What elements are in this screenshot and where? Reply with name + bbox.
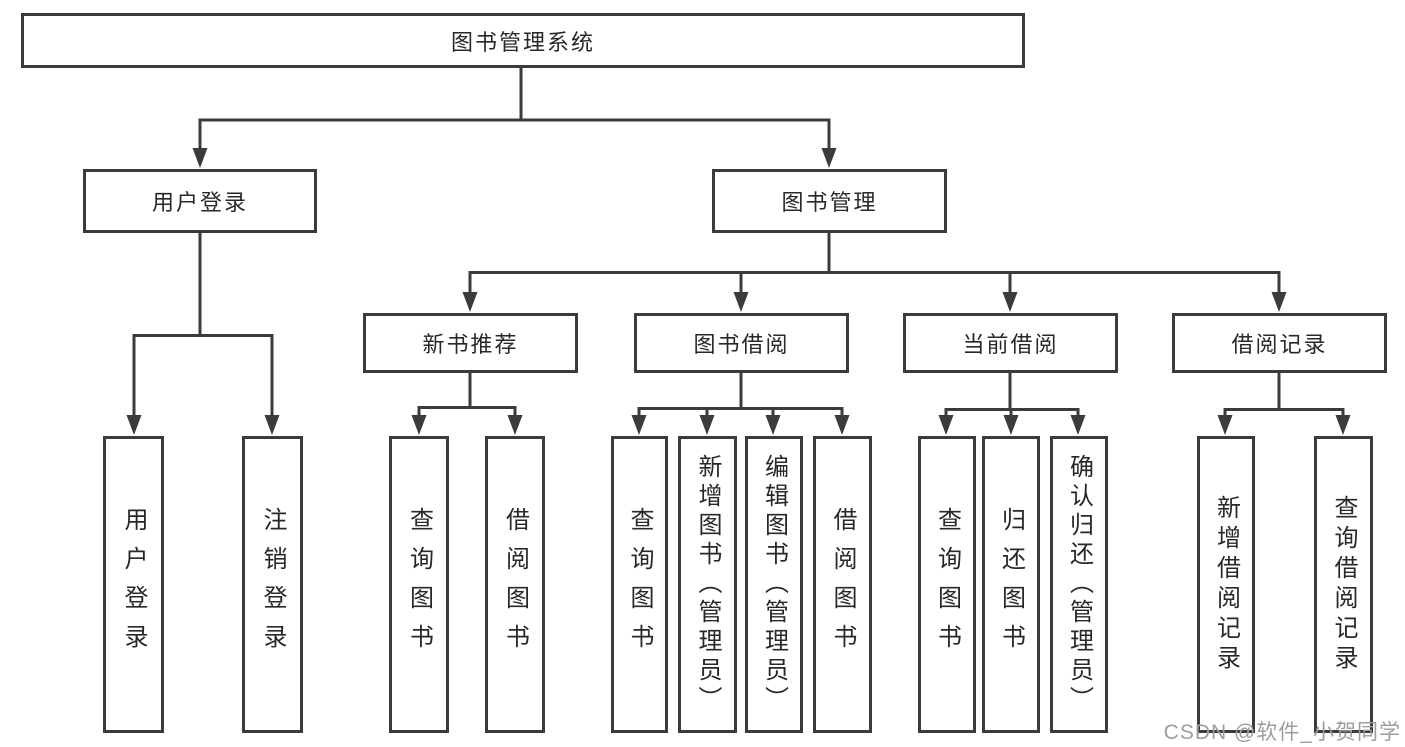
node-system-root-label: 图书管理系统 (450, 29, 595, 55)
leaf-user-login-label: 用户登录 (120, 506, 147, 663)
arrow-head (1003, 415, 1019, 435)
arrow-head (733, 292, 749, 312)
arrow-head (1217, 415, 1233, 435)
leaf-current-query-books-label: 查询图书 (933, 506, 961, 663)
leaf-borrow-query-books: 查询图书 (611, 436, 668, 733)
leaf-records-query-record: 查询借阅记录 (1314, 436, 1373, 733)
arrow-head (264, 415, 280, 435)
node-book-borrowing-label: 图书借阅 (693, 332, 790, 357)
arrow-head (1002, 292, 1018, 312)
leaf-current-confirm-return-admin: 确认归还（管理员） (1050, 436, 1108, 733)
leaf-current-return-books: 归还图书 (982, 436, 1040, 733)
leaf-current-return-books-label: 归还图书 (997, 506, 1025, 663)
arrow-head (765, 415, 781, 435)
arrow-head (821, 148, 837, 168)
node-book-management-label: 图书管理 (781, 190, 878, 215)
arrow-head (1070, 415, 1086, 435)
node-borrowing-records: 借阅记录 (1172, 313, 1387, 373)
leaf-recommend-query-books-label: 查询图书 (405, 506, 433, 663)
node-user-login-label: 用户登录 (151, 190, 248, 215)
arrow-head (834, 415, 850, 435)
leaf-logout-label: 注销登录 (259, 506, 286, 663)
arrow-head (462, 292, 478, 312)
node-new-book-recommend-label: 新书推荐 (422, 332, 519, 357)
leaf-current-query-books: 查询图书 (918, 436, 976, 733)
leaf-user-login: 用户登录 (103, 436, 164, 733)
leaf-borrow-edit-books-admin: 编辑图书（管理员） (745, 436, 803, 733)
arrow-head (126, 415, 142, 435)
node-new-book-recommend: 新书推荐 (363, 313, 578, 373)
arrow-head (507, 415, 523, 435)
leaf-borrow-add-books-admin-label: 新增图书（管理员） (694, 454, 721, 715)
arrow-head (1335, 415, 1351, 435)
leaf-records-add-record: 新增借阅记录 (1197, 436, 1255, 733)
node-book-borrowing: 图书借阅 (634, 313, 849, 373)
arrow-head (631, 415, 647, 435)
node-current-borrowing: 当前借阅 (903, 313, 1118, 373)
arrow-head (699, 415, 715, 435)
leaf-recommend-query-books: 查询图书 (389, 436, 449, 733)
node-current-borrowing-label: 当前借阅 (962, 332, 1059, 357)
leaf-recommend-borrow-books-label: 借阅图书 (501, 506, 529, 663)
arrow-head (192, 148, 208, 168)
leaf-borrow-borrow-books: 借阅图书 (813, 436, 872, 733)
arrow-head (938, 415, 954, 435)
csdn-watermark: CSDN @软件_小贺同学 (1163, 721, 1401, 744)
arrow-head (411, 415, 427, 435)
leaf-borrow-borrow-books-label: 借阅图书 (829, 506, 856, 663)
node-book-management: 图书管理 (712, 169, 947, 233)
leaf-current-confirm-return-admin-label: 确认归还（管理员） (1065, 454, 1093, 715)
leaf-borrow-edit-books-admin-label: 编辑图书（管理员） (760, 454, 788, 715)
node-system-root: 图书管理系统 (21, 13, 1025, 68)
leaf-records-query-record-label: 查询借阅记录 (1330, 494, 1357, 675)
node-user-login: 用户登录 (83, 169, 317, 233)
node-borrowing-records-label: 借阅记录 (1231, 332, 1328, 357)
leaf-borrow-add-books-admin: 新增图书（管理员） (678, 436, 737, 733)
leaf-logout: 注销登录 (242, 436, 303, 733)
leaf-recommend-borrow-books: 借阅图书 (485, 436, 545, 733)
leaf-records-add-record-label: 新增借阅记录 (1212, 494, 1240, 675)
leaf-borrow-query-books-label: 查询图书 (626, 506, 653, 663)
arrow-head (1271, 292, 1287, 312)
